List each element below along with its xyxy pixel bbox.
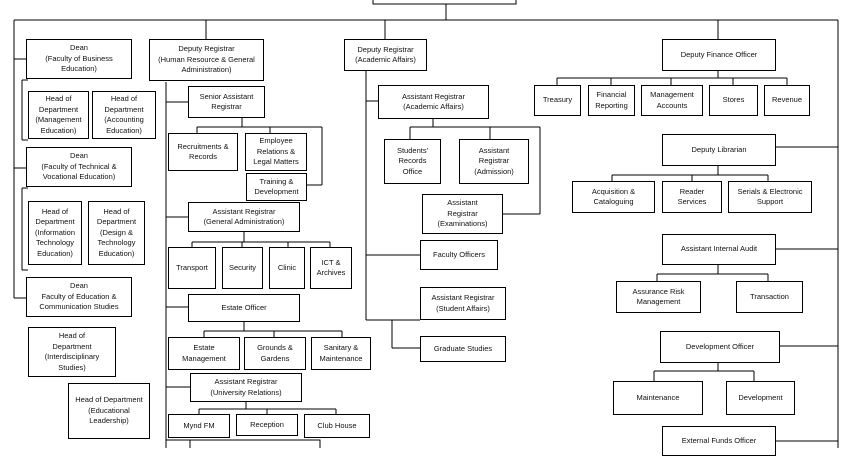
node-hod-design: Head of Department (Design & Technology … (88, 201, 145, 265)
node-financial-reporting: Financial Reporting (588, 85, 635, 116)
node-senior-assistant-registrar: Senior Assistant Registrar (188, 86, 265, 118)
node-faculty-officers: Faculty Officers (420, 240, 498, 270)
node-hod-ict: Head of Department (Information Technolo… (28, 201, 82, 265)
node-development-officer: Development Officer (660, 331, 780, 363)
node-stores: Stores (709, 85, 758, 116)
node-development: Development (726, 381, 795, 415)
node-reception: Reception (236, 414, 298, 436)
node-hod-management: Head of Department (Management Education… (28, 91, 89, 139)
node-transaction: Transaction (736, 281, 803, 313)
node-revenue: Revenue (764, 85, 810, 116)
node-ar-general-admin: Assistant Registrar (General Administrat… (188, 202, 300, 232)
node-transport: Transport (168, 247, 216, 289)
node-ict-archives: ICT & Archives (310, 247, 352, 289)
node-serials: Serials & Electronic Support (728, 181, 812, 213)
node-internal-audit: Assistant Internal Audit (662, 234, 776, 265)
node-dean-business: Dean (Faculty of Business Education) (26, 39, 132, 79)
node-recruitments: Recruitments & Records (168, 133, 238, 171)
node-ar-examinations: Assistant Registrar (Examinations) (422, 194, 503, 234)
node-hod-interdisciplinary: Head of Department (Interdisciplinary St… (28, 327, 116, 377)
node-employee-relations: Employee Relations & Legal Matters (245, 133, 307, 171)
node-maintenance: Maintenance (613, 381, 703, 415)
node-security: Security (222, 247, 263, 289)
node-clinic: Clinic (269, 247, 305, 289)
node-external-funds: External Funds Officer (662, 426, 776, 456)
node-club-house: Club House (304, 414, 370, 438)
node-sanitary: Sanitary & Maintenance (311, 337, 371, 370)
node-estate-officer: Estate Officer (188, 294, 300, 322)
node-training: Training & Development (246, 173, 307, 201)
node-deputy-registrar-hr: Deputy Registrar (Human Resource & Gener… (149, 39, 264, 81)
node-reader-services: Reader Services (662, 181, 722, 213)
node-deputy-registrar-academic: Deputy Registrar (Academic Affairs) (344, 39, 427, 71)
node-assurance-risk: Assurance Risk Management (616, 281, 701, 313)
node-estate-management: Estate Management (168, 337, 240, 370)
node-ar-admission: Assistant Registrar (Admission) (459, 139, 529, 184)
root-box-edge (372, 0, 517, 5)
node-hod-accounting: Head of Department (Accounting Education… (92, 91, 156, 139)
node-acquisition: Acquisition & Cataloguing (572, 181, 655, 213)
node-dean-technical: Dean (Faculty of Technical & Vocational … (26, 147, 132, 187)
node-dean-education: Dean Faculty of Education & Communicatio… (26, 277, 132, 317)
node-students-records: Students' Records Office (384, 139, 441, 184)
node-ar-academic: Assistant Registrar (Academic Affairs) (378, 85, 489, 119)
node-ar-student-affairs: Assistant Registrar (Student Affairs) (420, 287, 506, 320)
node-ar-university-relations: Assistant Registrar (University Relation… (190, 373, 302, 402)
node-hod-leadership: Head of Department (Educational Leadersh… (68, 383, 150, 439)
node-treasury: Treasury (534, 85, 581, 116)
node-graduate-studies: Graduate Studies (420, 336, 506, 362)
node-deputy-finance: Deputy Finance Officer (662, 39, 776, 71)
node-management-accounts: Management Accounts (641, 85, 703, 116)
node-grounds-gardens: Grounds & Gardens (244, 337, 306, 370)
node-deputy-librarian: Deputy Librarian (662, 134, 776, 166)
node-mynd-fm: Mynd FM (168, 414, 230, 438)
